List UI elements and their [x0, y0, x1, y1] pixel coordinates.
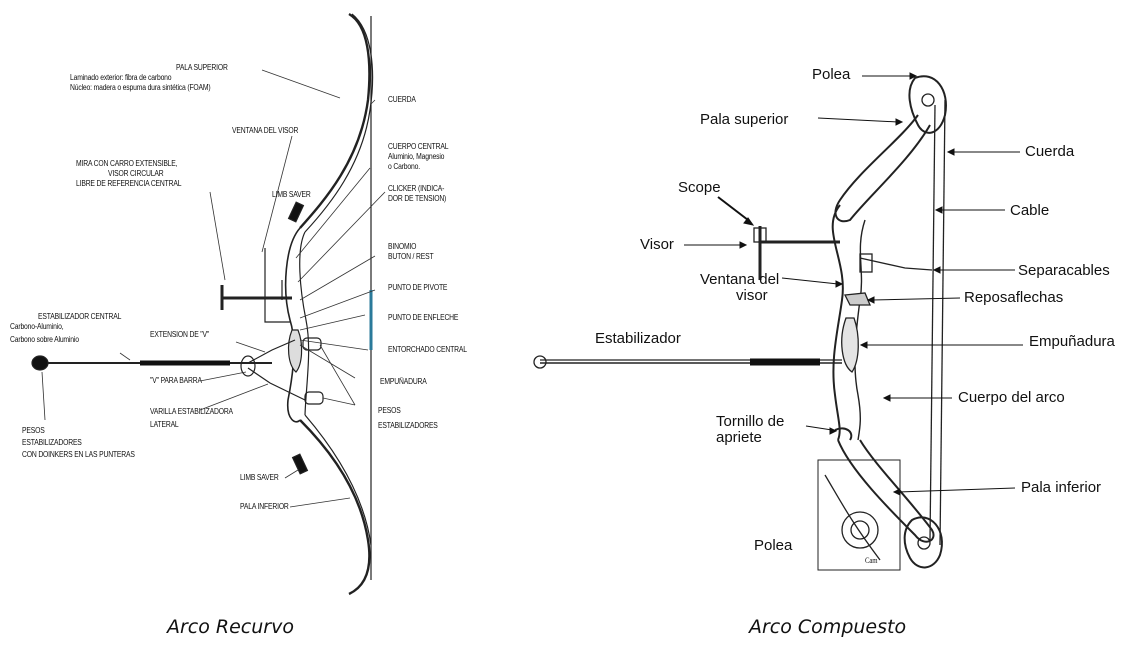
recurve-bow-panel: PALA SUPERIOR Laminado exterior: fibra d… [0, 0, 520, 651]
label-extension-v: EXTENSION DE "V" [150, 331, 209, 339]
label-cuerpo-central: CUERPO CENTRAL [388, 143, 448, 151]
label-polea-top: Polea [812, 67, 850, 83]
label-limb-saver-top: LIMB SAVER [272, 191, 311, 199]
compound-caption: Arco Compuesto [749, 616, 906, 638]
label-cuerda-compound: Cuerda [1025, 144, 1074, 160]
label-cuerpo-central-material: Aluminio, Magnesio [388, 153, 444, 161]
top-cam [909, 76, 946, 133]
label-pesos-2: ESTABILIZADORES [378, 422, 438, 430]
label-pala-inferior-compound: Pala inferior [1021, 480, 1101, 496]
label-polea-bottom: Polea [754, 538, 792, 554]
label-pala-superior-laminado: Laminado exterior: fibra de carbono [70, 74, 171, 82]
label-tornillo-1: Tornillo de [716, 414, 784, 430]
label-v-para-barra: "V" PARA BARRA [150, 377, 202, 385]
label-cable: Cable [1010, 203, 1049, 219]
label-estabilizador: Estabilizador [595, 331, 681, 347]
label-scope: Scope [678, 180, 721, 196]
label-empunadura-compound: Empuñadura [1029, 334, 1115, 350]
label-estabilizador-central: ESTABILIZADOR CENTRAL [38, 313, 121, 321]
label-limb-saver-bottom: LIMB SAVER [240, 474, 279, 482]
label-pesos-doinkers-1: PESOS [22, 427, 45, 435]
label-ventana-visor: VENTANA DEL VISOR [232, 127, 298, 135]
bottom-cam [905, 517, 942, 567]
label-empunadura: EMPUÑADURA [380, 378, 427, 386]
arrow-rest [845, 293, 870, 305]
compound-bow-panel: Polea Pala superior Cuerda Scope Cable V… [520, 0, 1131, 651]
upper-limb-compound [835, 115, 930, 221]
compound-string [940, 100, 945, 545]
label-pesos-1: PESOS [378, 407, 401, 415]
recurve-bow-drawing [0, 0, 520, 651]
recurve-caption: Arco Recurvo [167, 616, 294, 638]
lower-limb [300, 420, 369, 594]
compound-riser [833, 205, 843, 440]
label-varilla-2: LATERAL [150, 421, 179, 429]
label-ventana-2: visor [736, 288, 768, 304]
label-separacables: Separacables [1018, 263, 1110, 279]
label-estabilizador-material-1: Carbono-Aluminio, [10, 323, 63, 331]
label-cuerpo-central-carbono: o Carbono. [388, 163, 420, 171]
label-binomio-2: BUTON / REST [388, 253, 433, 261]
label-ventana-1: Ventana del [700, 272, 779, 288]
compound-cable [930, 105, 935, 540]
label-estabilizador-material-2: Carbono sobre Aluminio [10, 336, 79, 344]
label-clicker-2: DOR DE TENSION) [388, 195, 446, 203]
grip [289, 330, 302, 372]
riser [286, 228, 300, 422]
label-cuerda: CUERDA [388, 96, 416, 104]
side-weight-bottom [305, 392, 323, 404]
label-visor-compound: Visor [640, 237, 674, 253]
label-cuerpo-arco: Cuerpo del arco [958, 390, 1065, 406]
compound-grip [842, 318, 859, 372]
limb-saver-bottom [293, 454, 308, 474]
label-entorchado: ENTORCHADO CENTRAL [388, 346, 467, 354]
label-pala-superior: PALA SUPERIOR [176, 64, 228, 72]
label-punto-pivote: PUNTO DE PIVOTE [388, 284, 447, 292]
label-punto-enfleche: PUNTO DE ENFLECHE [388, 314, 458, 322]
label-varilla-1: VARILLA ESTABILIZADORA [150, 408, 233, 416]
label-pala-superior-compound: Pala superior [700, 112, 788, 128]
label-tornillo-2: apriete [716, 430, 762, 446]
compound-bow-drawing [520, 0, 1131, 651]
label-pala-inferior: PALA INFERIOR [240, 503, 289, 511]
label-mira-2: VISOR CIRCULAR [108, 170, 163, 178]
label-mira-1: MIRA CON CARRO EXTENSIBLE, [76, 160, 177, 168]
label-mira-3: LIBRE DE REFERENCIA CENTRAL [76, 180, 181, 188]
cable-guard [860, 258, 932, 270]
clamp-screw [835, 428, 851, 440]
label-binomio-1: BINOMIO [388, 243, 416, 251]
limb-saver-top [289, 202, 304, 222]
label-clicker-1: CLICKER (INDICA- [388, 185, 444, 193]
label-pala-superior-nucleo: Núcleo: madera o espuma dura sintética (… [70, 84, 211, 92]
label-cam: Cam [865, 557, 877, 565]
stabilizer-weight [32, 356, 48, 370]
label-reposaflechas: Reposaflechas [964, 290, 1063, 306]
label-pesos-doinkers-2: ESTABILIZADORES [22, 439, 82, 447]
label-pesos-doinkers-3: CON DOINKERS EN LAS PUNTERAS [22, 451, 135, 459]
